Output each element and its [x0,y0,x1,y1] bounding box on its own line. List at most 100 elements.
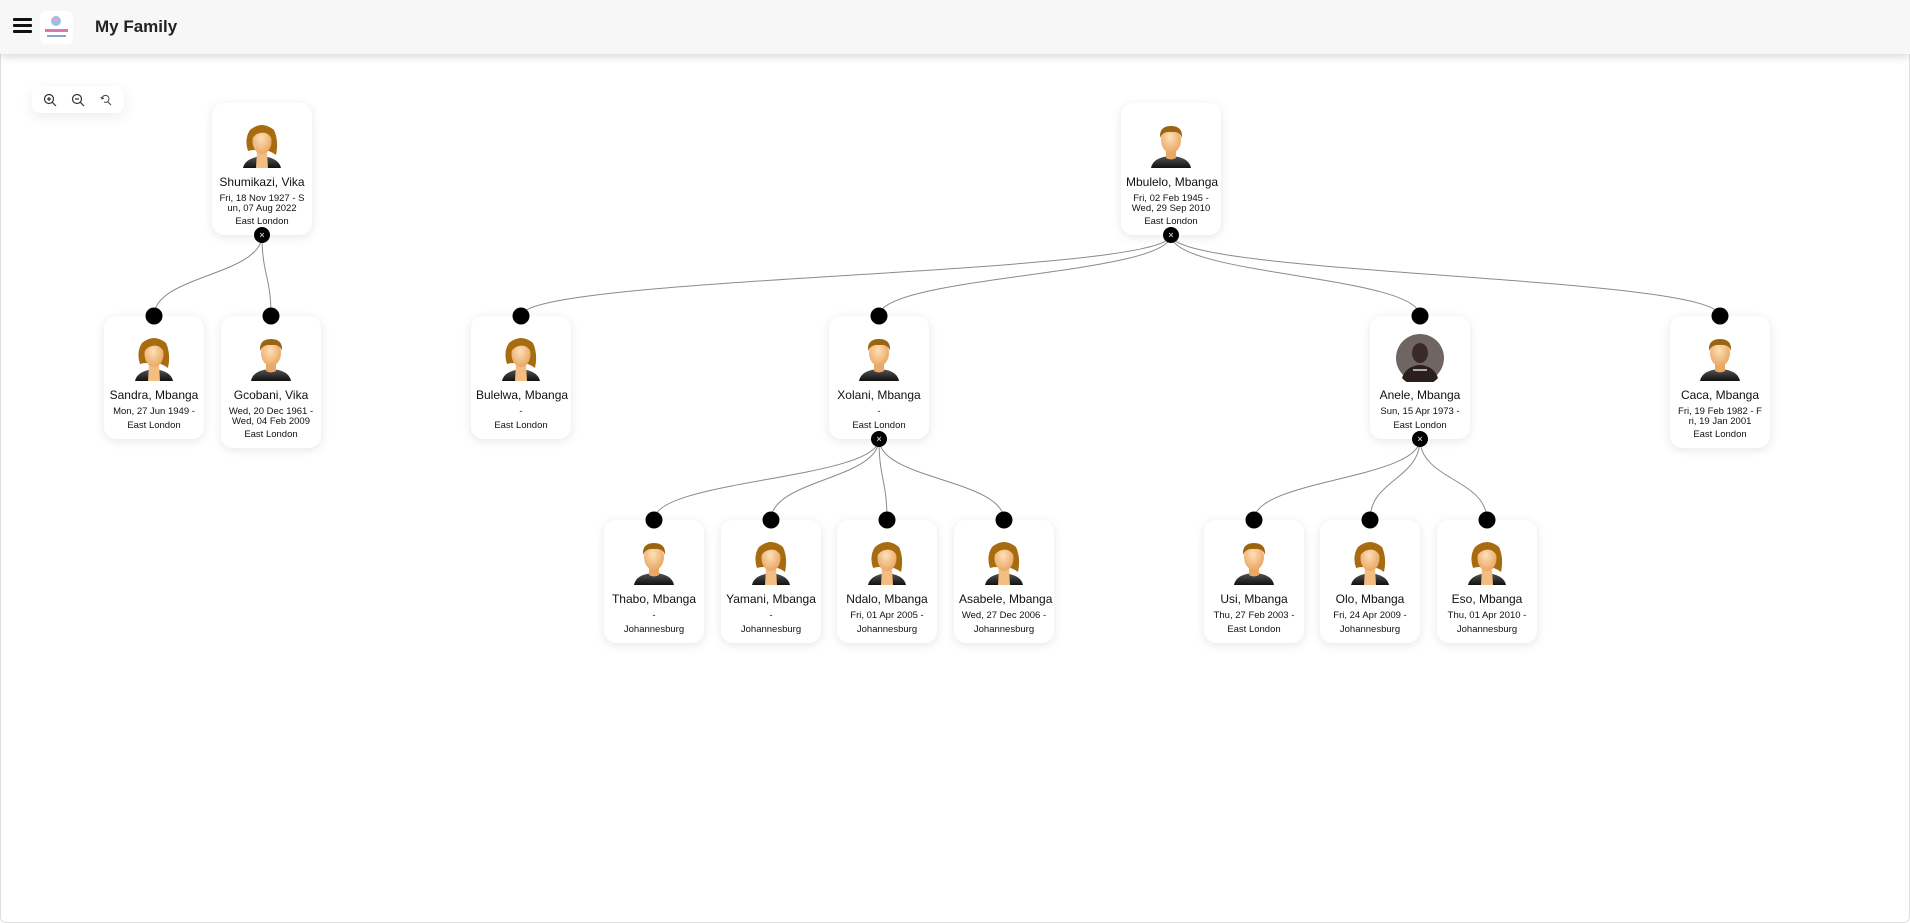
person-location: East London [244,429,298,440]
person-dates: Fri, 24 Apr 2009 - [1333,610,1407,621]
person-dates: - [877,406,881,417]
node-connector-dot[interactable] [878,511,896,529]
person-dates: - [652,610,656,621]
person-card[interactable]: Bulelwa, Mbanga - East London [471,316,571,439]
zoom-out-icon[interactable] [69,91,87,109]
person-dates: Fri, 02 Feb 1945 - Wed, 29 Sep 2010 [1131,193,1211,214]
person-dates: - [519,406,523,417]
person-name: Usi, Mbanga [1220,592,1288,606]
person-location: Johannesburg [856,623,918,635]
node-connector-dot[interactable] [645,511,663,529]
collapse-close-icon[interactable]: × [871,431,887,447]
parent-child-link [520,234,1172,317]
female-avatar-icon [1463,538,1511,586]
parent-child-link [653,438,880,521]
parent-child-link [878,438,1005,521]
person-location: Johannesburg [1339,623,1401,635]
node-connector-dot[interactable] [1478,511,1496,529]
parent-child-link [1369,438,1421,521]
person-dates: Fri, 01 Apr 2005 - [850,610,924,621]
node-connector-dot[interactable] [1711,307,1729,325]
person-name: Mbulelo, Mbanga [1126,175,1219,189]
zoom-controls [32,86,124,113]
person-location: East London [235,216,289,227]
person-name: Bulelwa, Mbanga [476,388,569,402]
person-dates: Fri, 19 Feb 1982 - Fri, 19 Jan 2001 [1678,406,1762,427]
parent-child-link [1419,438,1488,521]
person-dates: Thu, 01 Apr 2010 - [1447,610,1527,621]
person-name: Xolani, Mbanga [837,388,921,402]
hamburger-menu-icon[interactable] [13,18,32,33]
female-avatar-icon [130,334,178,382]
zoom-reset-icon[interactable] [97,91,115,109]
node-connector-dot[interactable] [995,511,1013,529]
person-dates: Thu, 27 Feb 2003 - [1213,610,1295,621]
parent-child-link [1170,234,1421,317]
person-location: East London [1144,216,1198,227]
node-connector-dot[interactable] [762,511,780,529]
person-card[interactable]: Xolani, Mbanga - East London [829,316,929,439]
node-connector-dot[interactable] [145,307,163,325]
female-avatar-icon [497,334,545,382]
node-connector-dot[interactable] [1361,511,1379,529]
app-logo[interactable] [40,11,73,44]
person-dates: Mon, 27 Jun 1949 - [113,406,195,417]
person-location: East London [1227,623,1281,635]
node-connector-dot[interactable] [870,307,888,325]
person-location: East London [1693,429,1747,440]
parent-child-link [1170,234,1721,317]
person-location: Johannesburg [973,623,1035,635]
female-avatar-icon [980,538,1028,586]
person-name: Thabo, Mbanga [611,592,697,606]
person-name: Ndalo, Mbanga [846,592,928,606]
person-location: Johannesburg [623,623,685,635]
person-name: Sandra, Mbanga [109,388,199,402]
node-connector-dot[interactable] [1245,511,1263,529]
person-dates: Sun, 15 Apr 1973 - [1380,406,1460,417]
person-location: Johannesburg [740,623,802,635]
parent-child-link [878,234,1172,317]
male-avatar-icon [855,334,903,382]
collapse-close-icon[interactable]: × [254,227,270,243]
male-avatar-icon [247,334,295,382]
person-name: Shumikazi, Vika [219,175,305,189]
collapse-close-icon[interactable]: × [1412,431,1428,447]
person-card[interactable]: Thabo, Mbanga - Johannesburg [604,520,704,643]
person-location: East London [127,419,181,431]
male-avatar-icon [1147,121,1195,169]
person-name: Gcobani, Vika [233,388,309,402]
collapse-close-icon[interactable]: × [1163,227,1179,243]
female-avatar-icon [1346,538,1394,586]
male-avatar-icon [630,538,678,586]
node-connector-dot[interactable] [512,307,530,325]
parent-child-link [1253,438,1421,521]
zoom-in-icon[interactable] [41,91,59,109]
parent-child-link [153,234,263,317]
person-card[interactable]: Yamani, Mbanga-Johannesburg [721,520,821,643]
parent-child-link [770,438,880,521]
person-name: Caca, Mbanga [1680,388,1760,402]
app-header: My Family [0,0,1910,54]
person-name: Asabele, Mbanga [959,592,1053,606]
node-connector-dot[interactable] [262,307,280,325]
person-location: East London [494,419,548,431]
person-dates: Wed, 20 Dec 1961 - Wed, 04 Feb 2009 [228,406,314,427]
person-dates: - [769,610,773,621]
person-location: East London [852,419,906,431]
node-connector-dot[interactable] [1411,307,1429,325]
page-title: My Family [95,17,178,36]
person-name: Eso, Mbanga [1451,592,1523,606]
female-avatar-icon [863,538,911,586]
